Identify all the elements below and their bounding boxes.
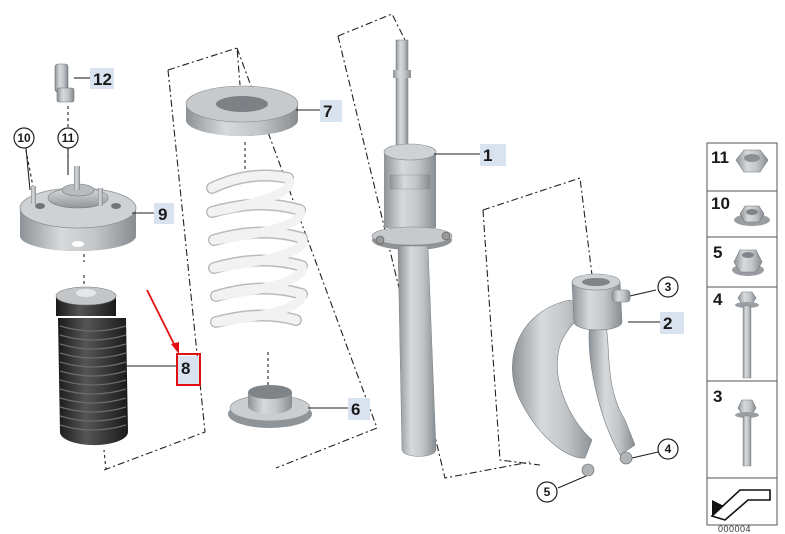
part-7-upper-seat xyxy=(185,85,299,136)
part-1-shock-absorber xyxy=(371,39,453,457)
legend-label-11: 11 xyxy=(711,148,729,167)
part-9-strut-mount xyxy=(19,166,137,251)
legend-item-5[interactable]: 5 xyxy=(713,243,764,276)
part-2-bearing-bracket xyxy=(512,273,636,477)
callout-9[interactable]: 9 xyxy=(154,203,174,224)
group-brackets xyxy=(25,13,593,479)
legend-label-10: 10 xyxy=(711,194,730,213)
legend-item-3[interactable]: 3 xyxy=(713,387,759,467)
callout-8-text: 8 xyxy=(181,359,190,378)
diagram-code: 000004 xyxy=(718,524,752,534)
part-8-dust-boot xyxy=(55,286,128,446)
callout-10-text: 10 xyxy=(17,131,31,145)
callout-3-text: 3 xyxy=(665,280,672,294)
coil-spring xyxy=(206,169,308,328)
callout-7-text: 7 xyxy=(323,102,332,121)
highlight-box xyxy=(176,353,201,386)
callout-4[interactable]: 4 xyxy=(657,438,679,460)
callout-leaders xyxy=(25,77,660,489)
callout-11[interactable]: 11 xyxy=(57,127,79,149)
callout-5-text: 5 xyxy=(544,485,551,499)
callout-2[interactable]: 2 xyxy=(660,312,684,334)
legend-item-11[interactable]: 11 xyxy=(711,148,769,173)
callout-12-text: 12 xyxy=(93,70,112,89)
callout-5[interactable]: 5 xyxy=(536,481,558,503)
short-bolt-icon xyxy=(737,399,757,415)
legend-nav-arrow[interactable] xyxy=(710,489,771,521)
callout-7[interactable]: 7 xyxy=(320,100,342,122)
callout-1[interactable]: 1 xyxy=(480,144,506,166)
hex-nut-icon xyxy=(733,249,763,273)
part-6-lower-seat xyxy=(228,385,312,428)
legend-label-4: 4 xyxy=(713,290,723,309)
callout-10[interactable]: 10 xyxy=(13,127,35,149)
callout-12[interactable]: 12 xyxy=(90,68,114,89)
callout-11-text: 11 xyxy=(62,131,75,145)
callout-8[interactable]: 8 xyxy=(176,353,201,386)
callout-2-text: 2 xyxy=(663,314,672,333)
callout-6[interactable]: 6 xyxy=(348,398,370,420)
callout-9-text: 9 xyxy=(158,205,167,224)
arrow-icon xyxy=(710,489,771,521)
legend-item-10[interactable]: 10 xyxy=(711,194,770,226)
legend-label-5: 5 xyxy=(713,243,722,262)
callout-6-text: 6 xyxy=(351,400,360,419)
legend-label-3: 3 xyxy=(713,387,722,406)
legend-item-4[interactable]: 4 xyxy=(713,290,759,379)
callout-4-text: 4 xyxy=(665,442,672,456)
part-12-stud xyxy=(54,63,75,103)
highlight-arrow xyxy=(146,289,179,354)
callout-3[interactable]: 3 xyxy=(657,276,679,298)
callout-1-text: 1 xyxy=(483,146,492,165)
hardware-legend: 11 10 5 4 3 xyxy=(706,142,778,526)
